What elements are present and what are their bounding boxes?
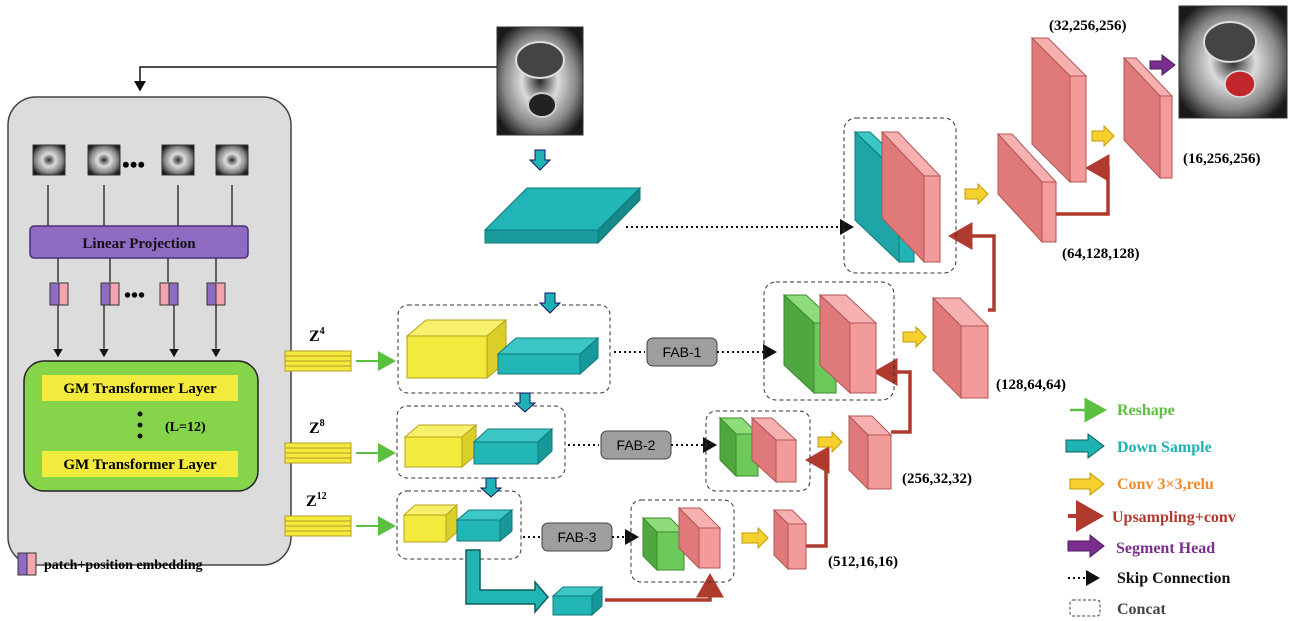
layer-count: (L=12) — [165, 420, 206, 435]
feature-z8: Z8 — [285, 418, 392, 463]
legend-upsampling: Upsampling+conv — [1068, 509, 1236, 526]
shape-16-256: (16,256,256) — [1183, 151, 1261, 167]
legend-concat: Concat — [1070, 600, 1167, 618]
legend-conv-label: Conv 3×3,relu — [1117, 476, 1214, 493]
mri-down-arrow — [530, 150, 550, 170]
legend-upsampling-label: Upsampling+conv — [1112, 509, 1236, 526]
z8-down-arrow — [515, 393, 535, 412]
segment-head-arrow — [1150, 55, 1175, 75]
conv-arrow-16 — [742, 528, 768, 548]
legend-skip-label: Skip Connection — [1117, 570, 1230, 587]
feature-z12: Z12 — [285, 491, 392, 536]
input-mri-image — [497, 27, 583, 135]
output-segmentation-image — [1179, 6, 1287, 118]
legend-concat-label: Concat — [1117, 601, 1167, 618]
dec32-out — [849, 416, 891, 489]
feature-z4: Z4 — [285, 326, 392, 371]
legend-reshape: Reshape — [1070, 402, 1175, 419]
token-ellipsis: ••• — [124, 285, 145, 307]
bottleneck-upsample-arrow — [605, 580, 710, 600]
fab1-box: FAB-1 — [647, 338, 717, 366]
z4-yellow-block — [407, 320, 506, 378]
conv-arrow-32 — [818, 432, 842, 452]
z8-teal-block — [474, 429, 552, 464]
transformer-layer-bottom: GM Transformer Layer — [63, 457, 217, 473]
patch-ellipsis: ••• — [122, 152, 145, 177]
legend-downsample-label: Down Sample — [1117, 439, 1212, 456]
transformer-layer-top: GM Transformer Layer — [63, 381, 217, 397]
shape-128-64: (128,64,64) — [996, 377, 1066, 393]
embedding-caption: patch+position embedding — [44, 558, 203, 573]
shape-256-32: (256,32,32) — [902, 471, 972, 487]
legend-segment-head: Segment Head — [1068, 535, 1215, 557]
upsample-arrow-32 — [880, 372, 910, 432]
top-feature-slab — [485, 188, 640, 243]
fab2-box: FAB-2 — [601, 431, 671, 459]
z8-yellow-block — [405, 425, 476, 467]
dec16-salmon — [679, 508, 720, 568]
fab3-box: FAB-3 — [542, 523, 612, 551]
dec64-out — [933, 298, 988, 398]
legend-downsample: Down Sample — [1066, 434, 1212, 458]
fab1-label: FAB-1 — [663, 344, 702, 360]
upsample-arrow-16 — [806, 460, 826, 546]
legend-skip: Skip Connection — [1068, 570, 1230, 587]
z12-label: Z12 — [306, 491, 327, 510]
linear-projection-label: Linear Projection — [82, 236, 196, 252]
conv-arrow-64 — [903, 327, 926, 347]
conv-arrow-final — [1092, 126, 1114, 146]
final-block-32 — [1032, 38, 1086, 182]
linear-projection-box: Linear Projection — [30, 226, 248, 258]
shape-32-256: (32,256,256) — [1049, 18, 1127, 34]
dec32-salmon — [752, 418, 796, 482]
fab2-label: FAB-2 — [617, 437, 656, 453]
z4-label: Z4 — [309, 326, 325, 345]
shape-512-16: (512,16,16) — [828, 554, 898, 570]
z12-teal-block — [457, 510, 512, 541]
legend: Reshape Down Sample Conv 3×3,relu Upsamp… — [1066, 402, 1236, 618]
shape-64-128: (64,128,128) — [1062, 246, 1140, 262]
input-to-encoder-arrow — [140, 67, 497, 90]
legend-segment-head-label: Segment Head — [1116, 540, 1215, 557]
z4-teal-block — [498, 338, 598, 374]
bottleneck-block — [553, 587, 602, 615]
bottleneck-downsample-arrow — [466, 550, 548, 612]
z12-down-arrow — [481, 478, 501, 497]
conv-arrow-128 — [965, 184, 988, 204]
dec16-green — [643, 518, 684, 570]
fab3-label: FAB-3 — [558, 529, 597, 545]
z12-yellow-block — [404, 505, 457, 542]
final-block-16 — [1124, 58, 1172, 178]
legend-reshape-label: Reshape — [1117, 402, 1175, 419]
transformer-block: GM Transformer Layer GM Transformer Laye… — [24, 361, 258, 491]
z4-down-arrow — [540, 293, 560, 313]
dec16-out — [774, 510, 806, 569]
z8-label: Z8 — [309, 418, 325, 437]
legend-conv: Conv 3×3,relu — [1070, 473, 1214, 495]
